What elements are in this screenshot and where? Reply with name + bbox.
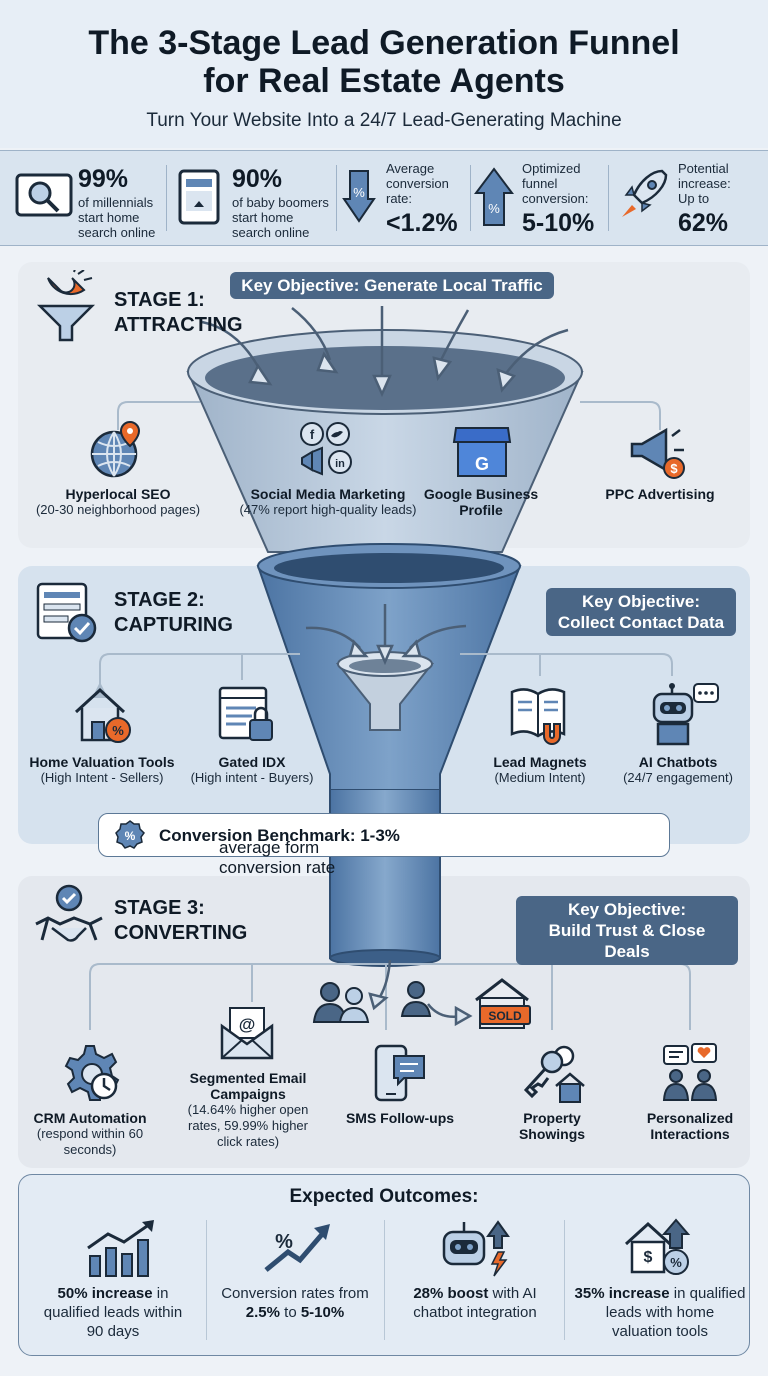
label-ai-chatbots: AI Chatbots(24/7 engagement)	[623, 754, 733, 785]
svg-text:%: %	[353, 185, 365, 200]
chat-people-icon	[662, 1043, 718, 1101]
down-arrow-percent-icon: %	[342, 170, 376, 223]
handshake-check-icon	[35, 884, 103, 942]
google-business-icon: G	[452, 427, 512, 477]
svg-text:$: $	[644, 1249, 653, 1266]
stage2-title: STAGE 2:CAPTURING	[114, 589, 233, 636]
svg-text:%: %	[112, 723, 124, 738]
outcome-conversion-rates: Conversion rates from 2.5% to 5-10%	[221, 1285, 369, 1321]
label-sms-followups: SMS Follow-ups	[345, 1110, 455, 1126]
stage1-objective: Key Objective: Generate Local Traffic	[230, 272, 554, 299]
keys-house-icon	[523, 1045, 585, 1103]
svg-text:%: %	[488, 201, 500, 216]
form-check-icon	[36, 582, 97, 643]
svg-text:G: G	[475, 454, 489, 474]
label-personalized-interactions: Personalized Interactions	[646, 1110, 734, 1142]
magnet-funnel-icon	[36, 270, 96, 342]
svg-text:%: %	[670, 1255, 682, 1270]
house-dollar-percent-icon: $ %	[624, 1218, 691, 1275]
label-gated-idx: Gated IDX(High intent - Buyers)	[190, 754, 314, 785]
svg-text:@: @	[239, 1015, 256, 1034]
label-email-campaigns: Segmented Email Campaigns(14.64% higher …	[187, 1070, 309, 1149]
label-home-valuation: Home Valuation Tools(High Intent - Selle…	[29, 754, 175, 785]
stage3-title: STAGE 3:CONVERTING	[114, 897, 248, 944]
label-lead-magnets: Lead Magnets(Medium Intent)	[493, 754, 587, 785]
tablet-icon	[178, 169, 220, 225]
svg-text:f: f	[310, 427, 315, 442]
sms-phone-icon	[374, 1044, 425, 1102]
up-arrow-percent-icon: %	[474, 167, 514, 226]
svg-text:%: %	[275, 1231, 293, 1253]
megaphone-dollar-icon: $	[630, 427, 685, 479]
svg-text:%: %	[125, 829, 136, 843]
social-media-icons: f in	[300, 422, 352, 476]
outcome-qualified-leads: 50% increase in qualified leads within 9…	[43, 1285, 183, 1340]
book-magnet-icon	[510, 688, 566, 745]
magnifier-icon	[15, 173, 73, 217]
label-hyperlocal-seo: Hyperlocal SEO(20-30 neighborhood pages)	[35, 486, 201, 517]
chatbot-icon	[652, 683, 719, 746]
outcomes-title: Expected Outcomes:	[289, 1186, 479, 1207]
stage2-objective: Key Objective:Collect Contact Data	[546, 588, 736, 636]
label-crm-automation: CRM Automation(respond within 60 seconds…	[33, 1110, 147, 1157]
header: The 3-Stage Lead Generation Funnel for R…	[0, 0, 768, 148]
globe-pin-icon	[90, 420, 141, 478]
house-percent-icon: %	[74, 687, 131, 743]
label-property-showings: Property Showings	[518, 1110, 586, 1142]
percent-badge-icon: %	[115, 820, 145, 849]
label-social-media: Social Media Marketing(47% report high-q…	[239, 486, 417, 517]
stage3-objective: Key Objective:Build Trust & Close Deals	[516, 896, 738, 965]
sold-sign-text: SOLD	[488, 1009, 522, 1023]
svg-text:$: $	[670, 461, 678, 476]
label-google-business: Google Business Profile	[423, 486, 539, 518]
outcome-home-valuation: 35% increase in qualified leads with hom…	[574, 1285, 746, 1340]
svg-text:in: in	[335, 458, 345, 470]
email-icon: @	[220, 1007, 274, 1060]
outcome-ai-chatbot: 28% boost with AI chatbot integration	[413, 1285, 537, 1321]
stage1-title: STAGE 1:ATTRACTING	[114, 289, 243, 336]
label-ppc-advertising: PPC Advertising	[605, 486, 715, 502]
people-sold-illustration: SOLD	[312, 978, 531, 1029]
listing-lock-icon	[218, 686, 273, 741]
rocket-icon	[622, 169, 668, 217]
percent-trend-icon: %	[264, 1224, 330, 1272]
page-title: The 3-Stage Lead Generation Funnel for R…	[88, 24, 680, 100]
bar-chart-up-icon	[87, 1220, 154, 1277]
gear-clock-icon	[64, 1045, 120, 1101]
robot-boost-icon	[442, 1220, 510, 1277]
page-subtitle: Turn Your Website Into a 24/7 Lead-Gener…	[146, 110, 622, 131]
conversion-benchmark-box: % Conversion Benchmark: 1-3% average for…	[98, 813, 670, 877]
